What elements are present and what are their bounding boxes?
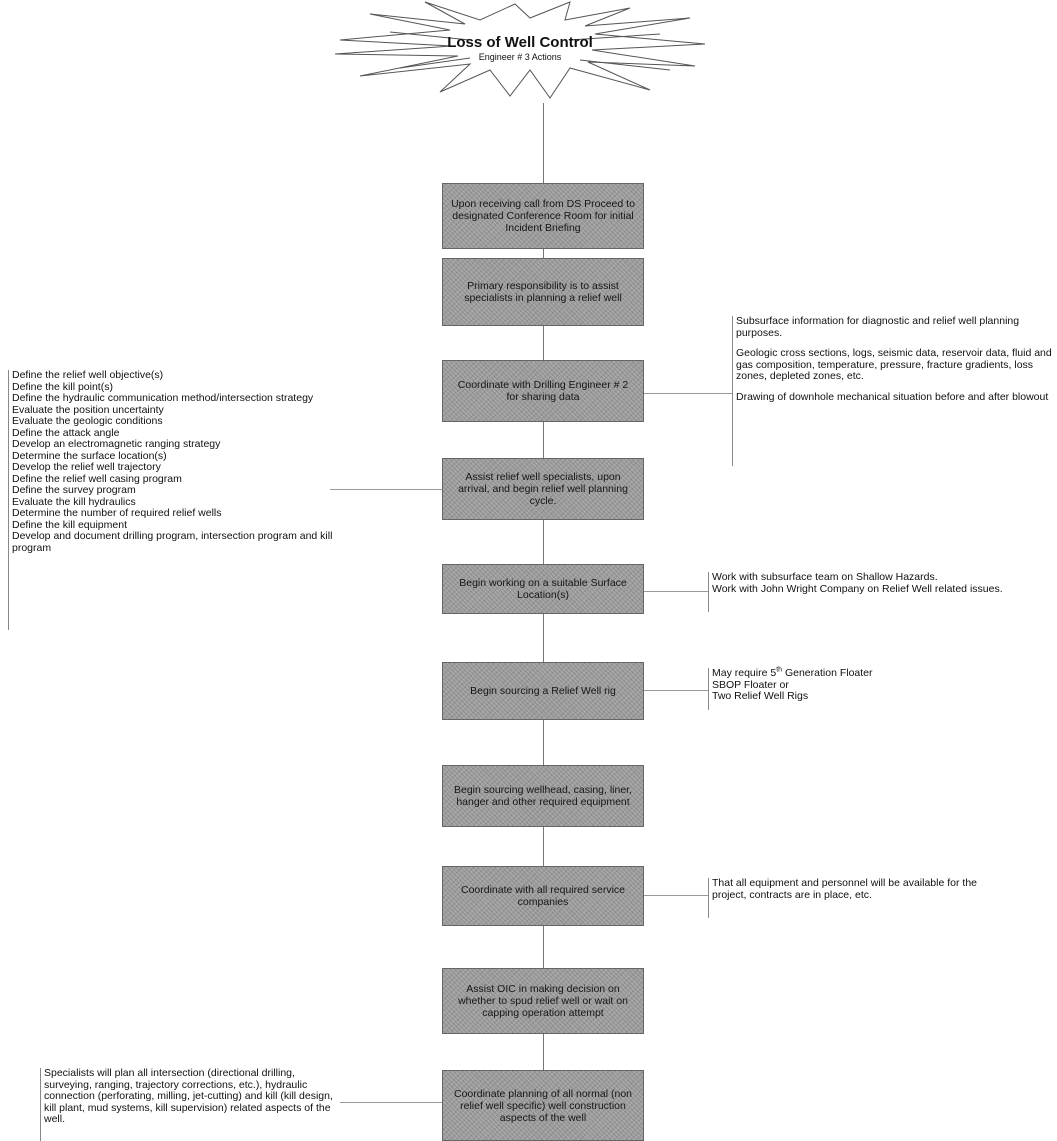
planning-task-item: Define the kill equipment bbox=[12, 518, 127, 531]
title-starburst bbox=[334, 1, 706, 99]
planning-task-item: Define the kill point(s) bbox=[12, 380, 113, 393]
planning-task-item: Define the relief well casing program bbox=[12, 472, 182, 485]
planning-task-item: Develop the relief well trajectory bbox=[12, 461, 161, 473]
note-planning-tasks: Define the relief well objective(s) Defi… bbox=[8, 369, 368, 630]
connector-planning-tasks bbox=[330, 489, 442, 490]
note-surface-line: Work with subsurface team on Shallow Haz… bbox=[712, 571, 938, 583]
planning-task-item: Determine the number of required relief … bbox=[12, 507, 222, 519]
note-specialists: Specialists will plan all intersection (… bbox=[40, 1067, 340, 1141]
connector-rig bbox=[644, 690, 708, 691]
note-surface-line: Work with John Wright Company on Relief … bbox=[712, 582, 1003, 595]
flow-spine bbox=[543, 103, 544, 1141]
planning-task-item: Evaluate the kill hydraulics bbox=[12, 495, 136, 508]
planning-task-item: Evaluate the geologic conditions bbox=[12, 415, 163, 427]
note-rig-line: SBOP Floater or bbox=[712, 678, 789, 691]
planning-task-item: Define the survey program bbox=[12, 484, 136, 496]
connector-surface-location bbox=[644, 591, 708, 592]
connector-specialists bbox=[340, 1102, 442, 1103]
planning-task-item: Evaluate the position uncertainty bbox=[12, 403, 164, 416]
note-subsurface-line: Subsurface information for diagnostic an… bbox=[736, 315, 1020, 339]
note-rig-line: May require 5th Generation Floater bbox=[712, 666, 873, 679]
planning-task-item: Define the attack angle bbox=[12, 426, 120, 439]
note-subsurface-line: Geologic cross sections, logs, seismic d… bbox=[736, 347, 1052, 382]
step-service-companies: Coordinate with all required service com… bbox=[442, 866, 644, 926]
diagram-subtitle: Engineer # 3 Actions bbox=[478, 52, 562, 62]
step-primary-responsibility: Primary responsibility is to assist spec… bbox=[442, 258, 644, 326]
planning-task-item: Develop an electromagnetic ranging strat… bbox=[12, 438, 221, 450]
step-spud-decision: Assist OIC in making decision on whether… bbox=[442, 968, 644, 1034]
planning-task-item: Determine the surface location(s) bbox=[12, 449, 167, 462]
connector-subsurface bbox=[644, 393, 732, 394]
note-surface-location: Work with subsurface team on Shallow Haz… bbox=[708, 571, 1053, 612]
step-assist-specialists: Assist relief well specialists, upon arr… bbox=[442, 458, 644, 520]
connector-services bbox=[644, 895, 708, 896]
note-rig-line: Two Relief Well Rigs bbox=[712, 690, 809, 702]
step-source-rig: Begin sourcing a Relief Well rig bbox=[442, 662, 644, 720]
step-normal-well-planning: Coordinate planning of all normal (non r… bbox=[442, 1070, 644, 1141]
diagram-header: Loss of Well Control Engineer # 3 Action… bbox=[420, 34, 620, 62]
note-service-readiness: That all equipment and personnel will be… bbox=[708, 877, 1008, 918]
note-subsurface-line: Drawing of downhole mechanical situation… bbox=[736, 390, 1049, 403]
note-subsurface-info: Subsurface information for diagnostic an… bbox=[732, 315, 1057, 466]
planning-task-item: Define the hydraulic communication metho… bbox=[12, 392, 314, 404]
note-rig-options: May require 5th Generation Floater SBOP … bbox=[708, 666, 968, 710]
diagram-title: Loss of Well Control bbox=[447, 34, 593, 51]
planning-task-item: Develop and document drilling program, i… bbox=[12, 530, 333, 554]
step-coordinate-data: Coordinate with Drilling Engineer # 2 fo… bbox=[442, 360, 644, 422]
step-surface-location: Begin working on a suitable Surface Loca… bbox=[442, 564, 644, 614]
step-incident-briefing: Upon receiving call from DS Proceed to d… bbox=[442, 183, 644, 249]
planning-task-item: Define the relief well objective(s) bbox=[12, 369, 164, 381]
step-source-equipment: Begin sourcing wellhead, casing, liner, … bbox=[442, 765, 644, 827]
